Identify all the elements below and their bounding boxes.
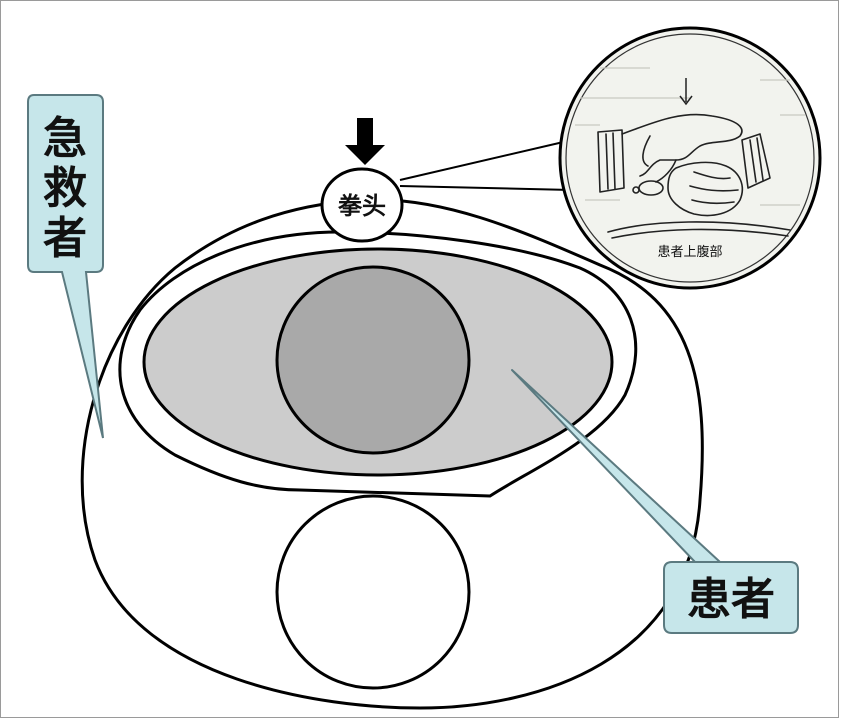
inset-leader-line-top <box>399 139 573 181</box>
fist-label: 拳头 <box>338 192 386 220</box>
patient-head <box>275 265 471 455</box>
rescuer-label-char-3: 者 <box>43 213 87 264</box>
inset-down-arrow-icon <box>679 78 693 106</box>
rescuer-label-char-1: 急 <box>43 113 87 164</box>
inset-magnifier: 患者上腹部 <box>558 26 822 290</box>
fist-marker: 拳头 <box>320 167 404 243</box>
patient-label: 患者 <box>687 574 775 625</box>
inset-leader-line-bottom <box>399 185 573 191</box>
rescuer-label-char-2: 救 <box>43 163 87 214</box>
rescuer-callout: 急 救 者 <box>27 94 104 439</box>
inset-caption: 患者上腹部 <box>657 244 722 260</box>
press-down-arrow-icon <box>345 118 385 165</box>
patient-callout: 患者 <box>511 369 799 634</box>
rescuer-head <box>275 494 471 690</box>
hand-over-fist-icon <box>597 113 791 239</box>
